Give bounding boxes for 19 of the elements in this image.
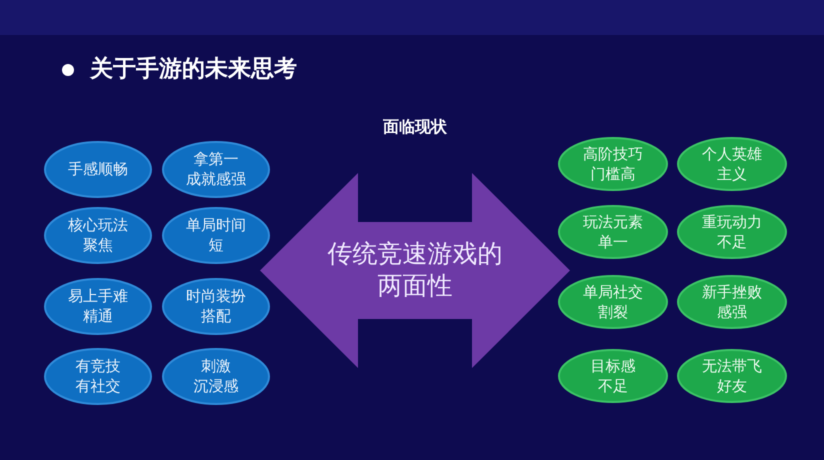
oval-node: 刺激沉浸感 — [162, 348, 270, 404]
oval-node: 易上手难精通 — [44, 278, 152, 334]
double-arrow: 传统竞速游戏的两面性 — [260, 172, 570, 368]
oval-node: 新手挫败感强 — [677, 275, 787, 329]
oval-node: 有竞技有社交 — [44, 348, 152, 404]
oval-node: 重玩动力不足 — [677, 205, 787, 259]
oval-node: 手感顺畅 — [44, 140, 152, 198]
oval-node: 个人英雄主义 — [677, 137, 787, 191]
oval-node: 单局社交割裂 — [558, 275, 668, 329]
slide-title: 关于手游的未来思考 — [90, 55, 297, 84]
oval-node: 目标感不足 — [558, 349, 668, 403]
oval-node: 拿第一成就感强 — [162, 140, 270, 198]
oval-node: 无法带飞好友 — [677, 349, 787, 403]
oval-node: 核心玩法聚焦 — [44, 206, 152, 264]
oval-node: 高阶技巧门槛高 — [558, 137, 668, 191]
oval-node: 玩法元素单一 — [558, 205, 668, 259]
oval-node: 单局时间短 — [162, 206, 270, 264]
section-heading: 面临现状 — [383, 117, 447, 136]
oval-node: 时尚装扮搭配 — [162, 278, 270, 334]
